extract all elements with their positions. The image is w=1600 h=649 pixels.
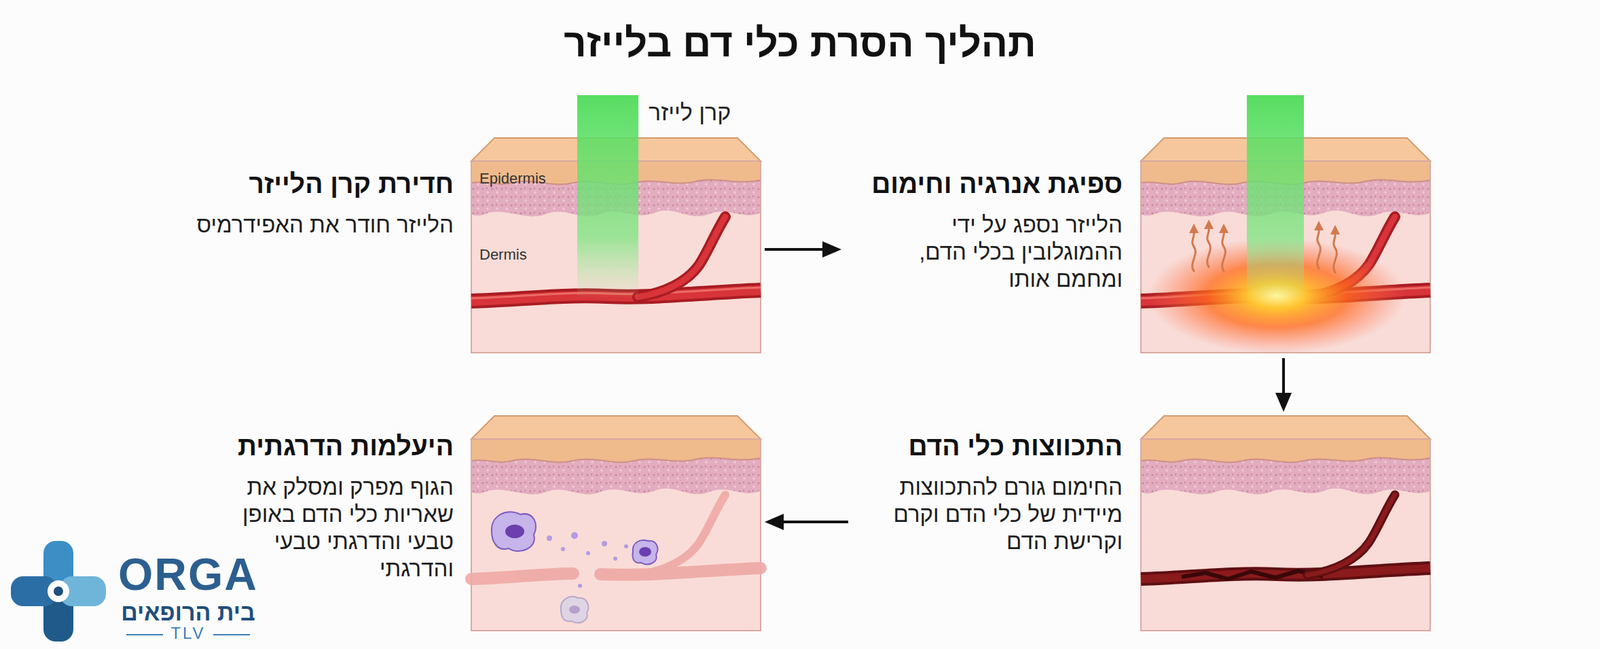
step-panel: חדירת קרן הלייזר הלייזר חודר את האפידרמיס	[190, 137, 761, 354]
step-description: הלייזר חודר את האפידרמיס	[195, 211, 454, 239]
logo-subtitle: בית הרופאים	[110, 600, 267, 625]
macrophage-cell	[560, 596, 589, 623]
step-text-column: חדירת קרן הלייזר הלייזר חודר את האפידרמיס	[195, 168, 454, 239]
illustration-part	[1333, 231, 1338, 273]
logo-wordmark: ORGA	[116, 551, 260, 597]
macrophage-cell	[632, 539, 659, 565]
fading-vessel	[471, 494, 761, 579]
logo-city: TLV	[116, 624, 260, 642]
step-description: החימום גורם להתכווצות מיידית של כלי הדם …	[857, 473, 1123, 555]
illustration-part	[1204, 219, 1214, 229]
illustration-part	[560, 596, 589, 623]
illustration-part	[624, 543, 629, 549]
illustration-part	[1222, 230, 1226, 271]
illustration-part	[1192, 230, 1196, 271]
arrow-line	[764, 247, 824, 251]
panel-absorption-art	[1140, 95, 1431, 354]
flow-arrow	[1275, 357, 1292, 412]
contracted-vessel	[1140, 567, 1431, 579]
step-heading: חדירת קרן הלייזר	[249, 168, 454, 201]
illustration-part	[47, 579, 70, 602]
illustration-part	[1317, 227, 1321, 269]
illustration-part	[601, 540, 608, 547]
illustration-part	[613, 556, 618, 561]
step-heading: היעלמות הדרגתית	[237, 430, 454, 463]
contracted-vessel	[1140, 567, 1431, 579]
step-panel: התכווצות כלי הדם החימום גורם להתכווצות מי…	[852, 415, 1424, 632]
illustration-part	[1330, 224, 1340, 235]
illustration-part	[53, 586, 64, 596]
heat-arrows	[1192, 226, 1338, 273]
arrow-head	[822, 241, 842, 258]
illustration-part	[1189, 223, 1199, 233]
illustration-part	[1314, 220, 1324, 231]
panel-contraction-art	[1140, 415, 1431, 631]
illustration-part	[491, 511, 536, 551]
illustration-part	[560, 546, 566, 551]
panel-penetration-art	[471, 95, 761, 353]
step-text-column: ספיגת אנרגיה וחימום הלייזר נספג על ידי הה…	[850, 168, 1123, 293]
diagram-title: תהליך הסרת כלי דם בלייזר	[0, 19, 1600, 67]
illustration-part	[546, 535, 553, 541]
beam-label: קרן לייזר	[648, 99, 731, 126]
laser-beam	[577, 95, 639, 299]
skin-block	[1140, 415, 1431, 631]
flow-arrow	[764, 513, 849, 530]
step-text-column: התכווצות כלי הדם החימום גורם להתכווצות מי…	[857, 430, 1123, 555]
illustration-part	[471, 573, 574, 579]
illustration-part	[600, 567, 761, 575]
debris-particles	[546, 531, 629, 588]
step-heading: ספיגת אנרגיה וחימום	[871, 168, 1123, 201]
step-description: הלייזר נספג על ידי ההמוגלובין בכלי הדם, …	[850, 211, 1123, 293]
illustration-part	[632, 539, 659, 565]
illustration-part	[505, 524, 525, 538]
step-heading: התכווצות כלי הדם	[908, 430, 1124, 463]
illustration-part	[1219, 223, 1229, 233]
arrow-line	[1282, 357, 1285, 394]
illustration-part	[126, 633, 163, 635]
contracted-branch	[1307, 494, 1395, 575]
step-panel: היעלמות הדרגתיתהגוף מפרק ומסלק את שאריות…	[196, 415, 761, 632]
illustration-part	[1207, 226, 1211, 267]
logo-icon	[10, 540, 106, 642]
illustration-part	[213, 633, 250, 635]
illustration-part	[569, 605, 580, 614]
arrow-line	[782, 520, 849, 523]
contracted-branch	[1307, 494, 1395, 575]
heat-arrowheads	[1189, 219, 1340, 235]
layer-label: Epidermis	[479, 169, 547, 187]
arrow-head	[764, 513, 784, 530]
illustration-part	[586, 550, 591, 555]
skin-block	[471, 415, 761, 631]
illustration-part	[577, 583, 583, 588]
panel-fading-art	[471, 415, 761, 631]
macrophage-cell	[491, 511, 536, 551]
step-panel: ספיגת אנרגיה וחימום הלייזר נספג על ידי הה…	[845, 137, 1424, 354]
arrow-head	[1275, 392, 1292, 412]
illustration-part	[571, 531, 578, 539]
layer-label: Dermis	[479, 245, 527, 263]
laser-beam	[1246, 95, 1304, 299]
blood-clot	[1181, 570, 1323, 579]
flow-arrow	[764, 241, 842, 258]
illustration-part	[639, 546, 652, 557]
